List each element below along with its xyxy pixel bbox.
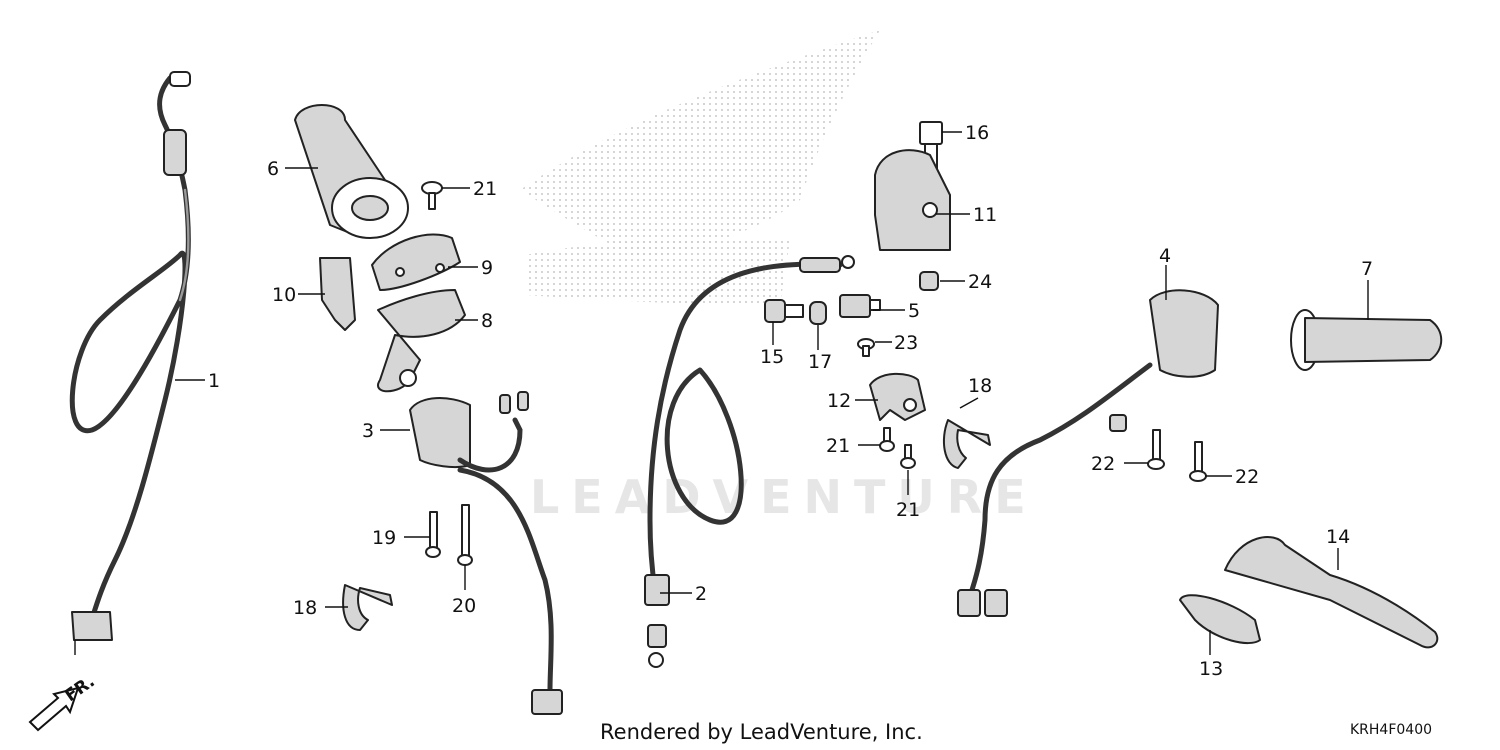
callout-22-left: 22	[1091, 453, 1115, 475]
callout-21-middle: 21	[826, 435, 850, 457]
screw-23	[857, 338, 875, 357]
callout-16: 16	[965, 122, 989, 144]
cable-clamp-left	[342, 584, 393, 631]
callout-1: 1	[208, 370, 220, 392]
callout-22-right: 22	[1235, 466, 1259, 488]
nut-24	[919, 271, 939, 291]
callout-5: 5	[908, 300, 920, 322]
wing-logo-watermark	[520, 30, 880, 305]
clutch-lever-holder	[874, 149, 951, 251]
callout-23: 23	[894, 332, 918, 354]
render-credit: Rendered by LeadVenture, Inc.	[600, 720, 923, 744]
throttle-housing-lower	[377, 289, 466, 393]
left-switch-assembly	[409, 391, 563, 715]
callout-4: 4	[1159, 245, 1171, 267]
callout-13: 13	[1199, 658, 1223, 680]
callout-6: 6	[267, 158, 279, 180]
diagram-code: KRH4F0400	[1350, 722, 1433, 738]
callout-24: 24	[968, 271, 992, 293]
callout-17: 17	[808, 351, 832, 373]
callout-10: 10	[272, 284, 296, 306]
clutch-lever	[1224, 536, 1439, 649]
cable-guide	[319, 257, 356, 331]
callout-12: 12	[827, 390, 851, 412]
screw-19	[425, 511, 441, 558]
callout-9: 9	[481, 257, 493, 279]
callout-7: 7	[1361, 258, 1373, 280]
screw-21-top	[421, 181, 443, 210]
throttle-grip	[294, 104, 409, 239]
clutch-switch	[839, 294, 881, 318]
callout-18-right: 18	[968, 375, 992, 397]
leader-lines	[175, 131, 1369, 655]
callout-3: 3	[362, 420, 374, 442]
screw-22-b	[1189, 441, 1207, 482]
lock-nut	[809, 301, 827, 325]
cable-clamp-right	[942, 419, 991, 469]
callout-21-lower: 21	[896, 499, 920, 521]
screw-21-middle-a	[879, 427, 895, 452]
callout-19: 19	[372, 527, 396, 549]
clutch-cable	[644, 255, 855, 668]
holder-clamp	[869, 372, 926, 421]
screw-22-a	[1147, 429, 1165, 470]
screw-20	[457, 504, 473, 566]
throttle-cable	[69, 71, 191, 655]
right-switch-assembly	[957, 289, 1219, 617]
watermark: LEADVENTURE	[530, 470, 1038, 524]
screw-21-middle-b	[900, 444, 916, 469]
lever-cover	[1179, 594, 1261, 645]
callout-21-top: 21	[473, 178, 497, 200]
right-grip	[1290, 309, 1443, 371]
callout-14: 14	[1326, 526, 1350, 548]
callout-labels: 1 2 3 4 5 6 7 8 9 10 11 12 13 14 15 16 1…	[208, 122, 1373, 680]
adjuster-bolt	[764, 299, 804, 323]
throttle-housing-upper	[371, 233, 461, 291]
callout-20: 20	[452, 595, 476, 617]
callout-18-left: 18	[293, 597, 317, 619]
callout-8: 8	[481, 310, 493, 332]
callout-11: 11	[973, 204, 997, 226]
callout-2: 2	[695, 583, 707, 605]
front-direction-arrow-icon	[28, 686, 80, 732]
callout-15: 15	[760, 346, 784, 368]
